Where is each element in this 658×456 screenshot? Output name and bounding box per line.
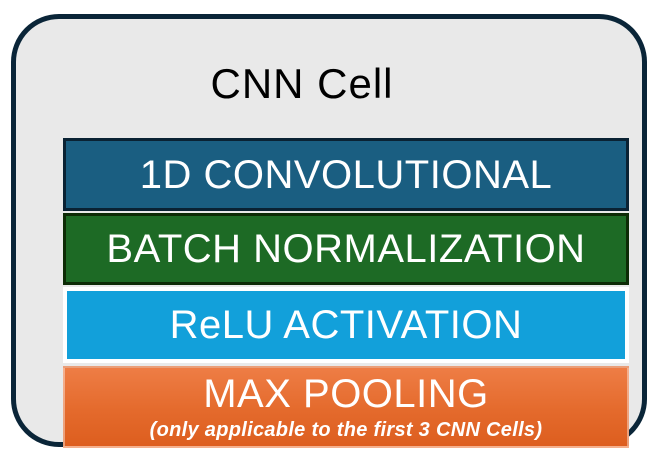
layer-relu-activation-label: ReLU ACTIVATION	[169, 303, 523, 347]
layer-1d-convolutional-label: 1D CONVOLUTIONAL	[139, 152, 553, 197]
layer-batch-normalization: BATCH NORMALIZATION	[63, 213, 629, 285]
layer-max-pooling: MAX POOLING (only applicable to the firs…	[63, 366, 629, 448]
layer-1d-convolutional: 1D CONVOLUTIONAL	[63, 138, 629, 211]
layer-relu-activation: ReLU ACTIVATION	[63, 287, 629, 363]
layer-max-pooling-note: (only applicable to the first 3 CNN Cell…	[149, 418, 543, 441]
cnn-cell-title: CNN Cell	[210, 60, 394, 107]
cnn-cell-container: CNN Cell 1D CONVOLUTIONAL BATCH NORMALIZ…	[11, 14, 647, 448]
layer-batch-normalization-label: BATCH NORMALIZATION	[106, 227, 586, 271]
layer-max-pooling-label: MAX POOLING	[203, 371, 489, 416]
